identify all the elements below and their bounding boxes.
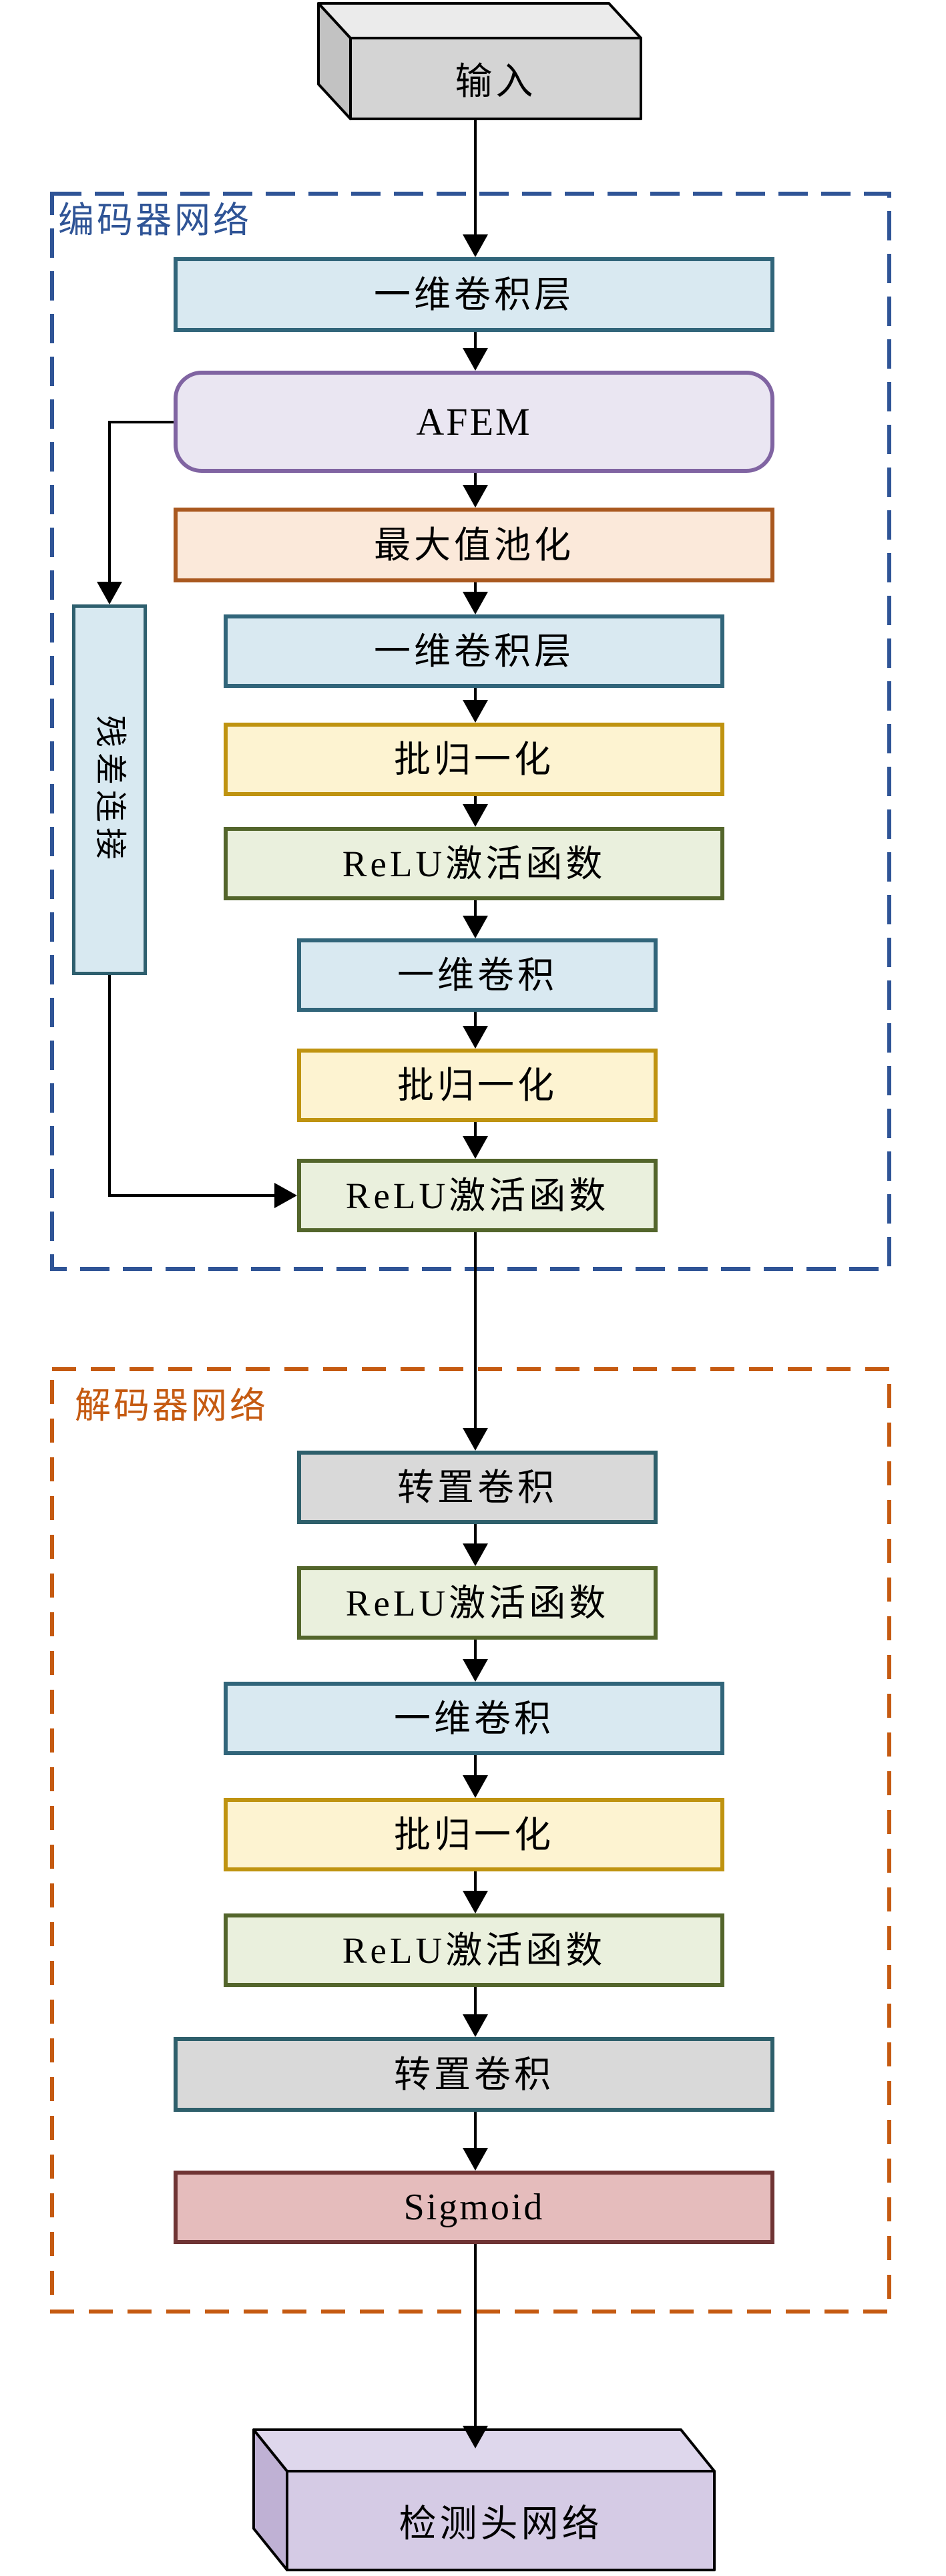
residual-connection-path (97, 421, 297, 1208)
decoder-sigmoid-block: Sigmoid (174, 2171, 774, 2244)
node-label: 转置卷积 (397, 1467, 557, 1508)
node-label: Sigmoid (403, 2187, 545, 2228)
head-3d-block (252, 2428, 716, 2571)
input-3d-top-face (317, 2, 642, 39)
head-3d-front-face (286, 2470, 716, 2571)
node-label: AFEM (416, 399, 532, 443)
node-label: 最大值池化 (373, 524, 574, 566)
encoder-conv1d-layer-1: 一维卷积层 (174, 257, 774, 332)
decoder-relu-2: ReLU激活函数 (224, 1913, 724, 1987)
node-label: 批归一化 (397, 1065, 557, 1106)
node-label: 残差连接 (92, 715, 128, 865)
node-label: 一维卷积 (393, 1698, 554, 1739)
node-label: 一维卷积层 (373, 630, 574, 672)
node-label: 转置卷积 (393, 2054, 554, 2095)
encoder-maxpool-block: 最大值池化 (174, 508, 774, 582)
decoder-conv1d: 一维卷积 (224, 1682, 724, 1755)
node-label: 一维卷积层 (373, 274, 574, 315)
node-label: ReLU激活函数 (345, 1175, 610, 1216)
node-label: 批归一化 (393, 739, 554, 780)
decoder-batchnorm: 批归一化 (224, 1798, 724, 1871)
decoder-relu-1: ReLU激活函数 (297, 1566, 658, 1640)
encoder-relu-2: ReLU激活函数 (297, 1159, 658, 1232)
node-label: ReLU激活函数 (342, 1929, 606, 1971)
encoder-afem-block: AFEM (174, 371, 774, 473)
encoder-batchnorm-1: 批归一化 (224, 723, 724, 796)
decoder-transposed-conv-2: 转置卷积 (174, 2037, 774, 2112)
encoder-zone-title: 编码器网络 (58, 200, 252, 240)
encoder-conv1d-3: 一维卷积 (297, 938, 658, 1012)
encoder-relu-1: ReLU激活函数 (224, 827, 724, 900)
node-label: ReLU激活函数 (342, 843, 606, 884)
node-label: 批归一化 (393, 1814, 554, 1855)
input-block-label: 输入 (455, 61, 537, 103)
encoder-conv1d-layer-2: 一维卷积层 (224, 614, 724, 688)
encoder-batchnorm-2: 批归一化 (297, 1049, 658, 1122)
decoder-transposed-conv-1: 转置卷积 (297, 1451, 658, 1524)
decoder-zone-title: 解码器网络 (75, 1386, 268, 1426)
flow-arrows (463, 119, 488, 2448)
node-label: 一维卷积 (397, 954, 557, 996)
head-block-label: 检测头网络 (399, 2503, 603, 2545)
encoder-dashed-frame (50, 192, 891, 1271)
input-3d-front-face (349, 37, 642, 120)
head-3d-top-face (252, 2428, 716, 2472)
input-3d-block (317, 2, 642, 120)
residual-connection-block: 残差连接 (72, 604, 147, 975)
node-label: ReLU激活函数 (345, 1582, 610, 1624)
